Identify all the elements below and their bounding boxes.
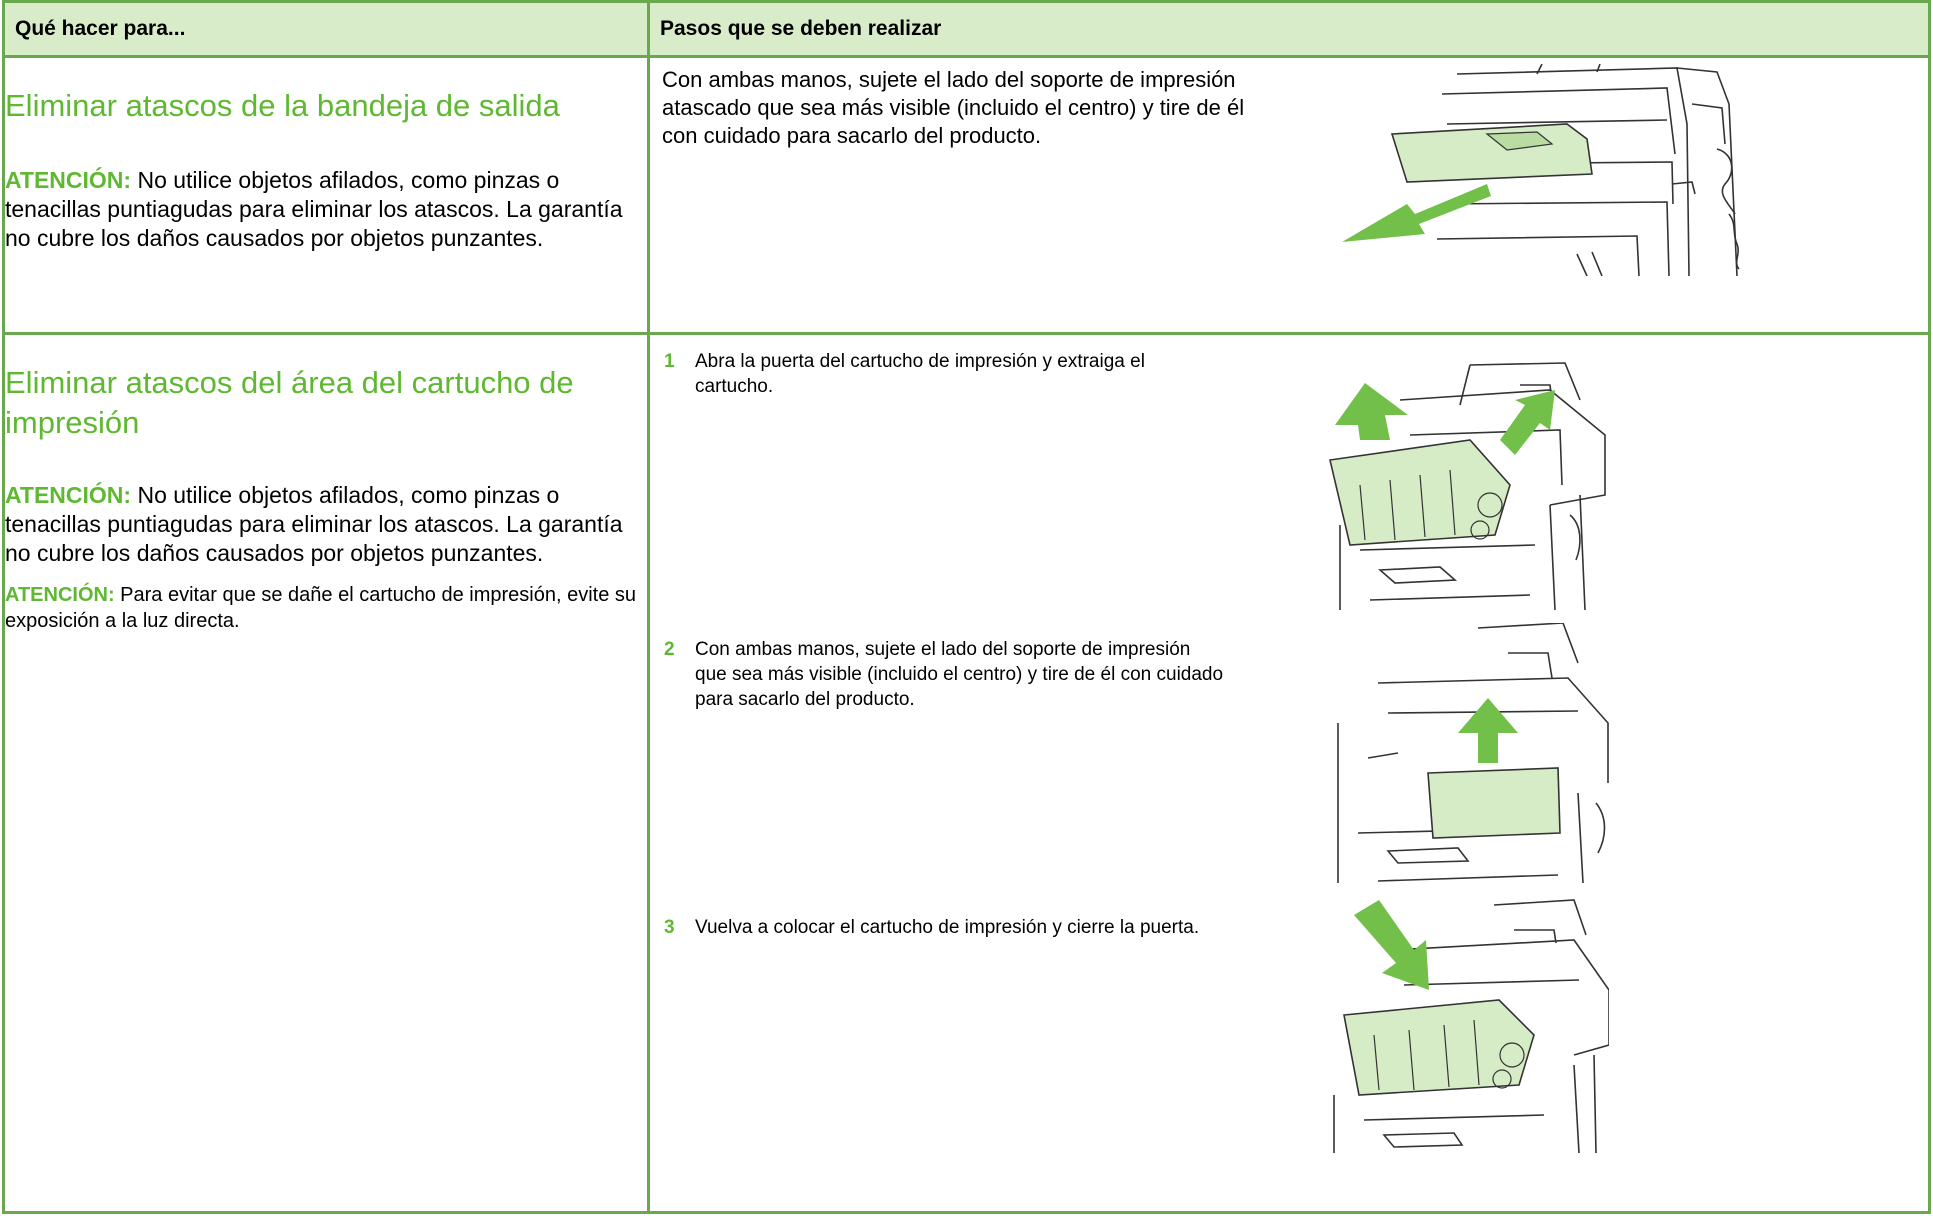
step-text: Abra la puerta del cartucho de impresión… [695, 351, 1145, 397]
remove-cartridge-illustration [1320, 345, 1610, 610]
step-number: 2 [664, 639, 675, 660]
steps-cell: 1 Abra la puerta del cartucho de impresi… [647, 332, 1931, 1214]
printer-output-jam-drawing [1342, 64, 1740, 276]
reinsert-cartridge-illustration [1324, 895, 1609, 1153]
table-header-row: Qué hacer para... Pasos que se deben rea… [2, 0, 1931, 58]
table-row: Eliminar atascos de la bandeja de salida… [2, 55, 1931, 335]
instruction-text: Con ambas manos, sujete el lado del sopo… [662, 67, 1245, 148]
caution-text: Para evitar que se dañe el cartucho de i… [5, 584, 637, 632]
step-text: Vuelva a colocar el cartucho de impresió… [695, 917, 1200, 938]
caution-note: ATENCIÓN: Para evitar que se dañe el car… [5, 582, 647, 634]
table-row: Eliminar atascos del área del cartucho d… [2, 332, 1931, 1214]
caution-note: ATENCIÓN: No utilice objetos afilados, c… [5, 481, 647, 568]
task-cell: Eliminar atascos del área del cartucho d… [2, 332, 650, 1214]
printer-open-cartridge-drawing [1329, 362, 1606, 610]
caution-label: ATENCIÓN: [5, 482, 132, 508]
printer-pull-media-drawing [1337, 623, 1609, 883]
header-steps: Pasos que se deben realizar [647, 0, 1931, 58]
caution-text: No utilice objetos afilados, como pinzas… [5, 482, 623, 566]
steps-cell: Con ambas manos, sujete el lado del sopo… [647, 55, 1931, 335]
caution-note: ATENCIÓN: No utilice objetos afilados, c… [5, 166, 647, 253]
task-cell: Eliminar atascos de la bandeja de salida… [2, 55, 650, 335]
pull-media-illustration [1328, 623, 1613, 883]
printer-insert-cartridge-drawing [1333, 899, 1609, 1153]
task-title: Eliminar atascos de la bandeja de salida [5, 88, 560, 123]
task-title: Eliminar atascos del área del cartucho d… [5, 365, 574, 440]
step-number: 1 [664, 351, 675, 372]
caution-label: ATENCIÓN: [5, 167, 132, 193]
header-what-to-do: Qué hacer para... [2, 0, 650, 58]
step-number: 3 [664, 917, 675, 938]
output-bin-jam-illustration [1337, 64, 1767, 276]
caution-text: No utilice objetos afilados, como pinzas… [5, 167, 623, 251]
step-text: Con ambas manos, sujete el lado del sopo… [695, 639, 1224, 710]
caution-label: ATENCIÓN: [5, 584, 115, 606]
